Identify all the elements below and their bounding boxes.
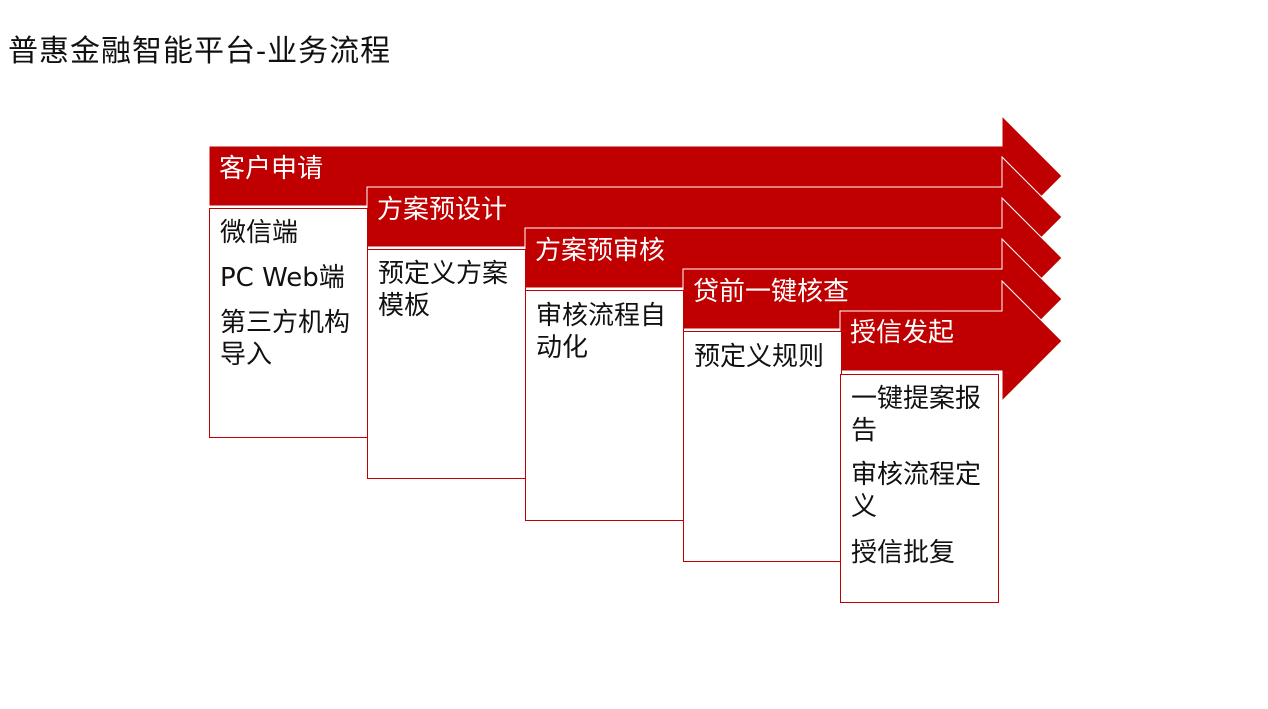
step-2-item-1: 预定义方案模板 — [378, 259, 509, 321]
step-3-item-1: 审核流程自动化 — [536, 301, 667, 363]
step-4-box: 预定义规则 — [683, 331, 842, 562]
step-3-box: 审核流程自动化 — [525, 290, 684, 521]
step-1-label: 客户申请 — [219, 154, 324, 184]
step-2-label: 方案预设计 — [377, 195, 508, 225]
step-5-item-3: 授信批复 — [851, 538, 956, 568]
step-arrow-5 — [839, 279, 1063, 403]
step-5-item-2: 审核流程定义 — [851, 460, 982, 522]
step-4-label: 贷前一键核查 — [693, 277, 850, 307]
step-5-item-1: 一键提案报告 — [851, 384, 982, 446]
step-2-box: 预定义方案模板 — [367, 249, 526, 479]
step-1-box: 微信端 PC Web端 第三方机构导入 — [209, 208, 368, 438]
step-5-label: 授信发起 — [850, 318, 955, 348]
step-5-box: 一键提案报告 审核流程定义 授信批复 — [840, 374, 999, 603]
step-3-label: 方案预审核 — [535, 236, 666, 266]
step-1-item-3: 第三方机构导入 — [220, 308, 351, 370]
step-4-item-1: 预定义规则 — [694, 342, 825, 372]
page-title: 普惠金融智能平台-业务流程 — [8, 34, 392, 69]
step-1-item-1: 微信端 — [220, 218, 299, 248]
step-1-item-2: PC Web端 — [220, 263, 345, 293]
